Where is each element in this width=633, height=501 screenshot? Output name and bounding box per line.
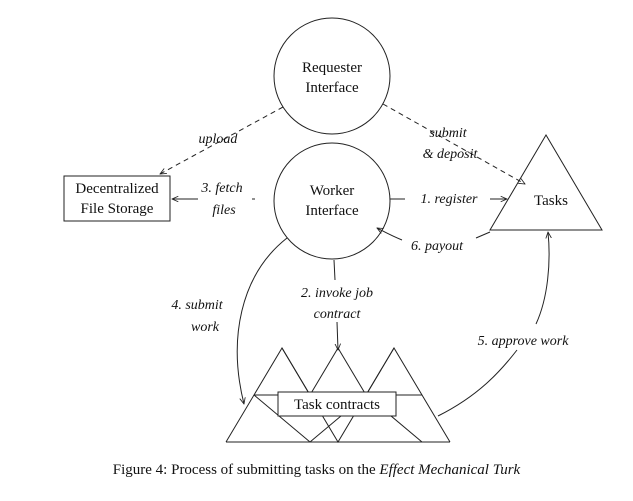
edge-fetch-files: 3. fetch files <box>172 181 255 218</box>
submit-work-label-line1: 4. submit <box>171 298 223 313</box>
worker-interface-node: Worker Interface <box>273 142 391 260</box>
edge-submit-work: 4. submit work <box>171 237 288 404</box>
figure-caption: Figure 4: Process of submitting tasks on… <box>0 462 633 479</box>
edge-invoke-contract: 2. invoke job contract <box>301 259 373 350</box>
payout-label: 6. payout <box>411 239 464 254</box>
edge-approve-work: 5. approve work <box>437 232 570 417</box>
caption-emphasis: Effect Mechanical Turk <box>379 462 521 478</box>
invoke-label-line1: 2. invoke job <box>301 286 373 301</box>
requester-label-line2: Interface <box>305 80 359 96</box>
file-storage-node: Decentralized File Storage <box>63 175 171 222</box>
fetch-label-line1: 3. fetch <box>200 181 242 196</box>
edge-upload: upload <box>160 106 284 174</box>
upload-label: upload <box>199 132 239 147</box>
fetch-label-line2: files <box>212 203 236 218</box>
task-contracts-node: Task contracts <box>225 347 451 443</box>
submit-deposit-label-line2: & deposit <box>423 147 479 162</box>
edge-payout: 6. payout <box>377 228 491 254</box>
edge-register: 1. register <box>390 192 507 207</box>
worker-label-line1: Worker <box>310 183 355 199</box>
contracts-label: Task contracts <box>294 397 380 413</box>
requester-label-line1: Requester <box>302 60 362 76</box>
submit-work-label-line2: work <box>191 320 220 335</box>
storage-label-line2: File Storage <box>81 201 154 217</box>
caption-prefix: Figure 4: Process of submitting tasks on… <box>112 462 380 478</box>
worker-label-line2: Interface <box>305 203 359 219</box>
storage-label-line1: Decentralized <box>75 181 159 197</box>
requester-interface-node: Requester Interface <box>273 17 391 135</box>
tasks-node: Tasks <box>489 134 603 231</box>
tasks-label: Tasks <box>534 193 568 209</box>
edge-submit-deposit: submit & deposit <box>382 103 525 184</box>
approve-label: 5. approve work <box>478 334 570 349</box>
submit-deposit-label-line1: submit <box>429 126 467 141</box>
invoke-label-line2: contract <box>314 307 362 322</box>
register-label: 1. register <box>420 192 478 207</box>
